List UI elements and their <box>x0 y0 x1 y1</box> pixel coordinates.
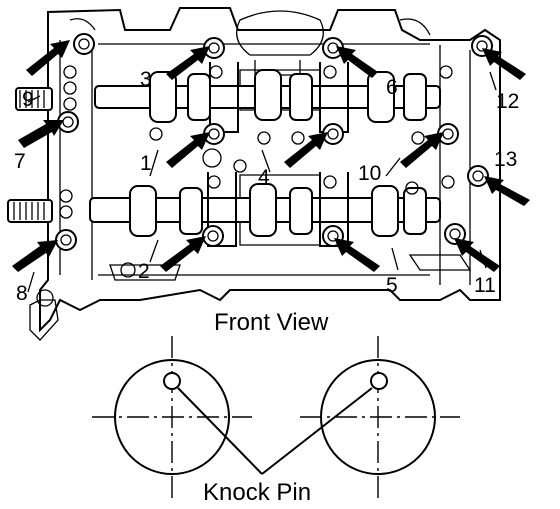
bolt-label-5: 5 <box>386 274 398 297</box>
bolt-label-4: 4 <box>258 166 270 189</box>
bolt-label-6: 6 <box>386 76 398 99</box>
bolt-label-11: 11 <box>474 274 496 297</box>
bolt-label-1: 1 <box>140 152 152 175</box>
knock-pin-label: Knock Pin <box>203 479 311 504</box>
leader-lines <box>27 71 497 293</box>
bolt-label-7: 7 <box>14 150 26 173</box>
bolt-number-labels: 1 2 3 4 5 6 7 8 9 10 11 12 13 <box>14 68 519 305</box>
bolt-label-8: 8 <box>16 282 28 305</box>
bolt-label-9: 9 <box>22 88 34 111</box>
upper-camshaft <box>94 62 441 133</box>
bolt-label-3: 3 <box>140 68 152 91</box>
bolt-label-13: 13 <box>494 148 517 171</box>
bolt-label-2: 2 <box>138 260 150 283</box>
bolts <box>55 33 493 278</box>
bolt-label-10: 10 <box>358 162 381 185</box>
arrows <box>12 40 530 272</box>
bolt-label-12: 12 <box>496 90 519 113</box>
front-view-caption: Front View <box>214 309 329 336</box>
knock-pin-views <box>92 336 460 500</box>
cam-gear-ends <box>7 65 77 223</box>
